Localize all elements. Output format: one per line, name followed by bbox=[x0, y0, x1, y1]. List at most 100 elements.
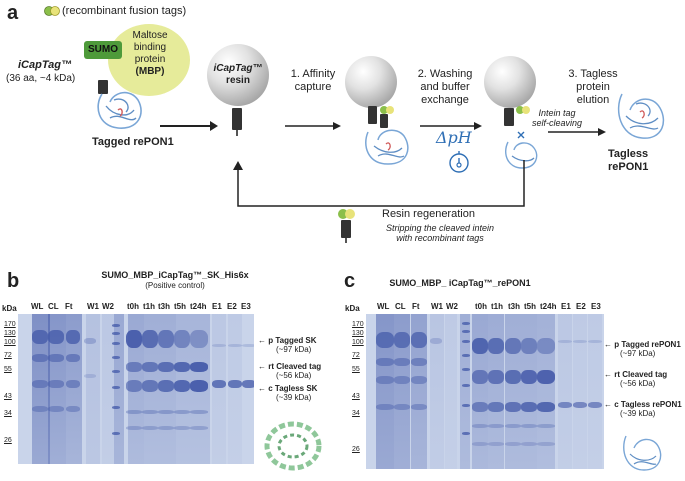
step3-label: 3. Tagless protein elution bbox=[568, 68, 618, 106]
gel-band bbox=[411, 376, 427, 384]
gel-band bbox=[174, 330, 190, 348]
gel-c-title: SUMO_MBP_ iCapTag™_rePON1 bbox=[389, 278, 531, 288]
gel-band bbox=[376, 404, 394, 410]
marker-label-55: 55 bbox=[352, 366, 360, 373]
gel-band bbox=[505, 338, 521, 354]
lane-label-e2: E2 bbox=[227, 302, 237, 311]
gel-band bbox=[126, 426, 142, 430]
lane-label-t24h: t24h bbox=[190, 302, 207, 311]
gel-band bbox=[430, 338, 442, 344]
panel-letter-b: b bbox=[7, 270, 20, 292]
fusion-tag-legend-label: (recombinant fusion tags) bbox=[62, 5, 187, 17]
gel-band bbox=[242, 344, 254, 347]
gel-band bbox=[537, 442, 555, 446]
panel-letter-c: c bbox=[344, 270, 356, 292]
gel-band bbox=[558, 340, 572, 343]
gel-band bbox=[112, 324, 120, 327]
gel-band bbox=[472, 338, 488, 354]
gel-band bbox=[462, 432, 470, 435]
gel-lane bbox=[376, 314, 394, 469]
gel-band bbox=[472, 402, 488, 412]
stripped-tag-icon bbox=[336, 208, 358, 244]
gel-band bbox=[472, 424, 488, 428]
gel-band bbox=[126, 362, 142, 372]
gel-band bbox=[588, 402, 602, 408]
gel-c-annot-rt: ← rt Cleaved tag (~56 kDa) bbox=[604, 370, 668, 388]
gel-lane bbox=[430, 314, 444, 469]
resin-bead-cleaving bbox=[484, 56, 536, 108]
gel-band bbox=[126, 380, 142, 392]
gel-band bbox=[174, 426, 190, 430]
gel-band bbox=[32, 380, 48, 388]
delta-ph-label: ΔpH bbox=[436, 128, 472, 147]
gel-b-subtitle: (Positive control) bbox=[145, 281, 205, 290]
gel-c-annot-p: ← p Tagged rePON1 (~97 kDa) bbox=[604, 340, 681, 358]
gel-c-kda-label: kDa bbox=[345, 304, 360, 313]
lane-label-e2: E2 bbox=[576, 302, 586, 311]
gel-band bbox=[376, 332, 394, 348]
marker-label-55: 55 bbox=[4, 366, 12, 373]
gel-band bbox=[472, 370, 488, 384]
gel-band bbox=[462, 330, 470, 333]
gel-band bbox=[48, 380, 64, 388]
gel-band bbox=[521, 442, 537, 446]
gel-band bbox=[472, 442, 488, 446]
gel-c-annot-c: ← c Tagless rePON1 (~39 kDa) bbox=[604, 400, 682, 418]
gel-band bbox=[142, 426, 158, 430]
gel-band bbox=[505, 402, 521, 412]
tagless-protein-label: Tagless rePON1 bbox=[608, 148, 649, 173]
marker-label-100: 100 bbox=[352, 339, 364, 346]
gel-band bbox=[521, 402, 537, 412]
gel-band bbox=[462, 368, 470, 371]
lane-label-wl: WL bbox=[31, 302, 44, 311]
gel-band bbox=[228, 344, 242, 347]
gel-band bbox=[488, 402, 504, 412]
marker-label-34: 34 bbox=[352, 410, 360, 417]
marker-label-170: 170 bbox=[352, 321, 364, 328]
gel-b-annot-p: ← p Tagged SK (~97 kDa) bbox=[258, 336, 317, 354]
gel-band bbox=[112, 432, 120, 435]
gel-band bbox=[212, 380, 226, 388]
tagged-protein-label: Tagged rePON1 bbox=[92, 136, 174, 148]
regeneration-title: Resin regeneration bbox=[382, 208, 475, 220]
gel-band bbox=[190, 330, 208, 348]
gel-band bbox=[112, 406, 120, 409]
gel-band bbox=[84, 374, 96, 378]
gel-lane bbox=[411, 314, 427, 469]
gel-band bbox=[376, 376, 394, 384]
gel-lane bbox=[537, 314, 555, 469]
gel-band bbox=[462, 354, 470, 357]
lane-label-e3: E3 bbox=[591, 302, 601, 311]
gel-band bbox=[505, 442, 521, 446]
lane-label-ft: Ft bbox=[412, 302, 420, 311]
gel-band bbox=[112, 386, 120, 389]
gel-band bbox=[158, 380, 174, 392]
gel-band bbox=[142, 362, 158, 372]
resin-bead-captured bbox=[345, 56, 397, 108]
gel-band bbox=[242, 380, 254, 388]
gel-c-image bbox=[366, 314, 604, 469]
gel-band bbox=[158, 426, 174, 430]
marker-label-43: 43 bbox=[4, 393, 12, 400]
marker-label-26: 26 bbox=[352, 446, 360, 453]
gel-lane bbox=[394, 314, 410, 469]
gel-band bbox=[48, 406, 64, 412]
marker-label-100: 100 bbox=[4, 339, 16, 346]
arrow-step3 bbox=[548, 124, 606, 136]
gel-b-image bbox=[18, 314, 254, 464]
tagged-protein-icon bbox=[84, 66, 154, 136]
gel-lane bbox=[86, 314, 100, 464]
arrow-step1 bbox=[285, 118, 341, 130]
gel-band bbox=[112, 332, 120, 335]
gel-band bbox=[66, 406, 80, 412]
gel-band bbox=[488, 442, 504, 446]
marker-label-130: 130 bbox=[4, 330, 16, 337]
gel-band bbox=[462, 340, 470, 343]
gel-band bbox=[521, 424, 537, 428]
marker-label-170: 170 bbox=[4, 321, 16, 328]
gel-b-title: SUMO_MBP_iCapTag™_SK_His6x bbox=[101, 270, 249, 280]
gel-lane bbox=[48, 314, 66, 464]
gel-lane bbox=[445, 314, 457, 469]
lane-label-t1h: t1h bbox=[143, 302, 155, 311]
gel-band bbox=[32, 406, 48, 412]
